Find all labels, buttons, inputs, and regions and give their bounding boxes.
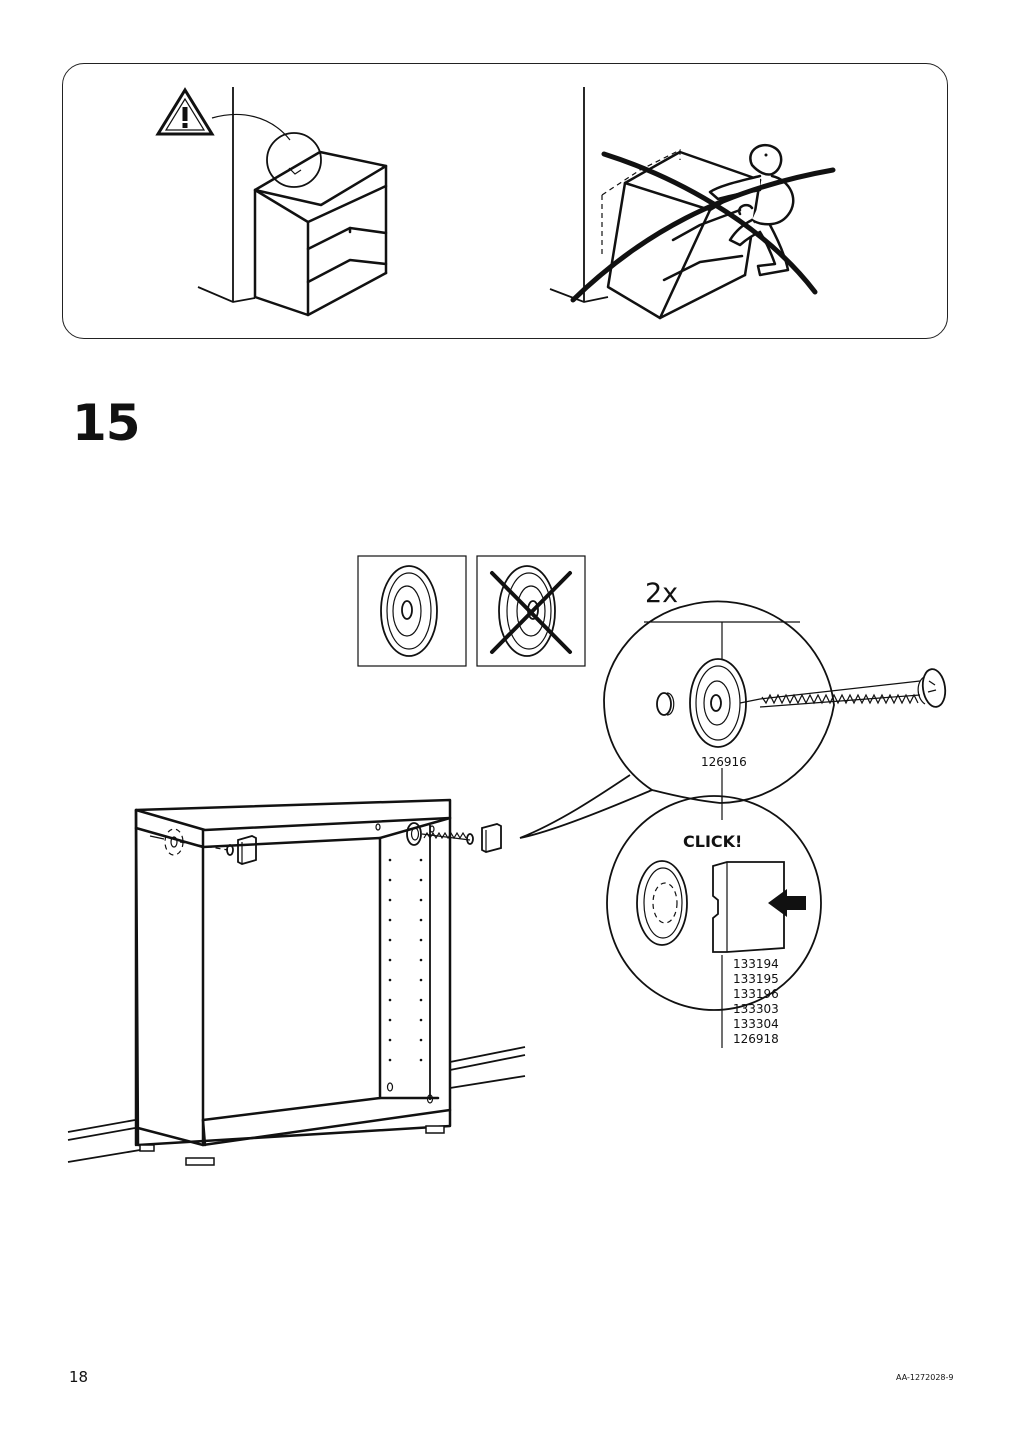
incorrect-bumper-box [476,555,586,667]
document-code: AA-1272028-9 [896,1373,954,1382]
bumper-part-number: 133303 [733,1002,779,1016]
incorrect-tipping-illustration [549,87,836,320]
step-number: 15 [72,394,141,452]
bumper-part-number: 133195 [733,972,779,986]
cabinet-frame-illustration [67,798,526,1166]
screw-part-number: 126916 [701,755,747,769]
bumper-part-number: 126918 [733,1032,779,1046]
bumper-part-number: 133194 [733,957,779,971]
warning-panel [62,63,948,339]
warning-triangle-icon [155,87,215,136]
quantity-label: 2x [645,578,679,609]
screw-detail-circle [519,600,947,839]
bumper-part-numbers: 133194 133195 133196 133303 133304 12691… [733,957,779,1047]
bumper-part-number: 133196 [733,987,779,1001]
click-label: CLICK! [683,832,743,851]
cross-out-icon [570,151,836,303]
correct-wall-anchoring-illustration [155,87,388,317]
page-number: 18 [69,1368,89,1386]
correct-bumper-box [357,555,467,667]
bumper-part-number: 133304 [733,1017,779,1031]
click-bumper-detail-circle [606,795,822,1048]
push-arrow-icon [768,889,806,917]
